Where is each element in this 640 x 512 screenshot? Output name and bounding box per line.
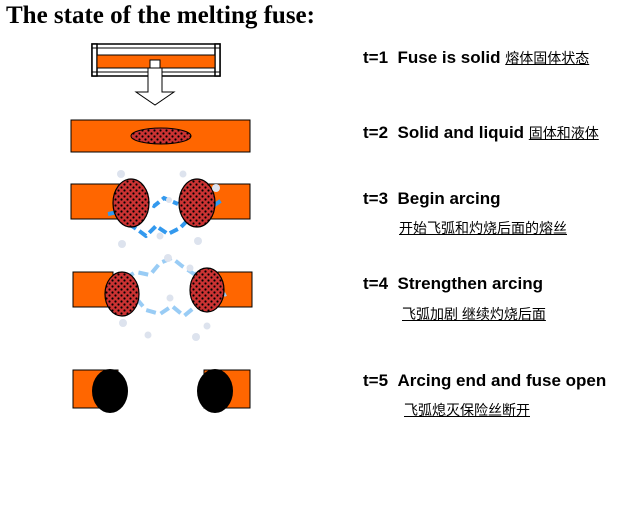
metal-droplet bbox=[166, 294, 174, 302]
end-blob-left bbox=[92, 369, 128, 413]
step-text: Fuse is solid bbox=[397, 48, 501, 67]
metal-droplet bbox=[194, 237, 202, 245]
metal-droplet bbox=[117, 170, 125, 178]
step-chinese: 熔体固体状态 bbox=[505, 50, 590, 66]
metal-droplet bbox=[119, 319, 127, 327]
fuse-cap-left bbox=[91, 43, 98, 77]
page-title: The state of the melting fuse: bbox=[6, 2, 315, 29]
metal-droplet bbox=[156, 232, 164, 240]
metal-droplet bbox=[118, 240, 126, 248]
metal-droplet bbox=[179, 170, 187, 178]
step-chinese: 固体和液体 bbox=[528, 125, 599, 141]
step-time: t=3 bbox=[363, 189, 389, 208]
metal-droplet bbox=[186, 264, 194, 272]
stage-3-fuse bbox=[70, 170, 251, 248]
step-1-label: t=1 Fuse is solid 熔体固体状态 bbox=[363, 48, 589, 68]
step-time: t=2 bbox=[363, 123, 389, 142]
step-text: Solid and liquid bbox=[397, 123, 525, 142]
step-2-label: t=2 Solid and liquid 固体和液体 bbox=[363, 123, 599, 143]
molten-blob-left bbox=[112, 178, 150, 228]
step-text: Strengthen arcing bbox=[397, 274, 543, 293]
down-arrow-icon bbox=[134, 67, 176, 106]
step-4-label: t=4 Strengthen arcing bbox=[363, 274, 543, 294]
step-4-chinese: 飞弧加剧 继续灼烧后面 bbox=[402, 306, 546, 322]
step-time: t=4 bbox=[363, 274, 389, 293]
metal-droplet bbox=[212, 184, 220, 192]
molten-spot bbox=[130, 127, 192, 145]
step-5-label: t=5 Arcing end and fuse open bbox=[363, 371, 606, 391]
step-text: Arcing end and fuse open bbox=[397, 371, 607, 390]
step-time: t=1 bbox=[363, 48, 389, 67]
zoom-window bbox=[149, 59, 161, 69]
stage-2-fuse bbox=[70, 119, 251, 153]
step-time: t=5 bbox=[363, 371, 389, 390]
molten-blob-right bbox=[189, 267, 225, 313]
metal-droplet bbox=[203, 322, 211, 330]
metal-droplet bbox=[144, 331, 152, 339]
stage-4-fuse bbox=[72, 254, 253, 341]
stage-5-fuse bbox=[72, 369, 251, 413]
step-text: Begin arcing bbox=[397, 189, 501, 208]
step-5-chinese: 飞弧熄灭保险丝断开 bbox=[404, 402, 530, 418]
end-blob-right bbox=[197, 369, 233, 413]
molten-blob-right bbox=[178, 178, 216, 228]
step-3-chinese: 开始飞弧和灼烧后面的熔丝 bbox=[399, 220, 567, 236]
metal-droplet bbox=[192, 333, 200, 341]
step-3-label: t=3 Begin arcing bbox=[363, 189, 500, 209]
metal-droplet bbox=[164, 254, 172, 262]
molten-blob-left bbox=[104, 271, 140, 317]
stage-1-fuse bbox=[91, 43, 221, 106]
fuse-cap-right bbox=[214, 43, 221, 77]
metal-droplet bbox=[166, 197, 172, 203]
